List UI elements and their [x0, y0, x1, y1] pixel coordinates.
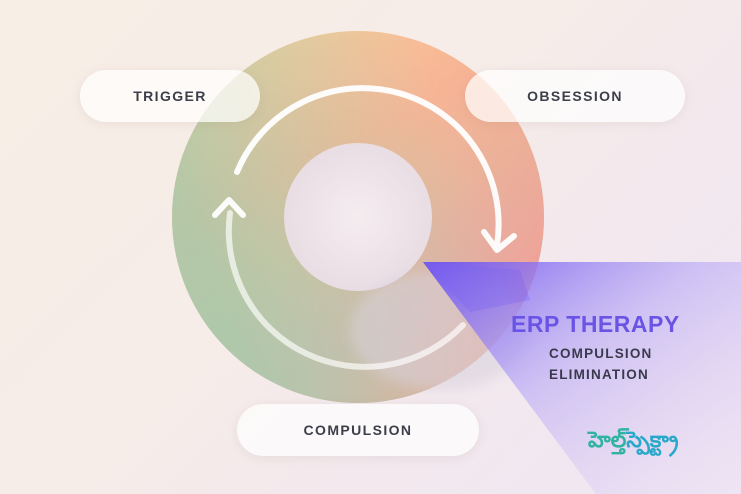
trigger-label: TRIGGER [80, 70, 260, 122]
erp-subtitle-line1: COMPULSION [549, 346, 653, 361]
erp-therapy-title: ERP THERAPY [511, 311, 680, 337]
bottom-arrowhead [212, 197, 246, 218]
bottom-arc-arrow [225, 210, 466, 370]
brand-logo-part1: హెల్త్ [588, 428, 627, 453]
obsession-label: OBSESSION [465, 70, 685, 122]
erp-beam [423, 262, 741, 494]
brand-logo: హెల్త్ స్పెక్ట్రా [588, 428, 679, 458]
compulsion-label: COMPULSION [237, 404, 479, 456]
cycle-arrows [212, 85, 517, 370]
brand-logo-part2: స్పెక్ట్రా [626, 428, 679, 453]
top-arrowhead [481, 229, 517, 253]
erp-subtitle-line2: ELIMINATION [549, 367, 649, 382]
top-arc-arrow [234, 85, 502, 248]
